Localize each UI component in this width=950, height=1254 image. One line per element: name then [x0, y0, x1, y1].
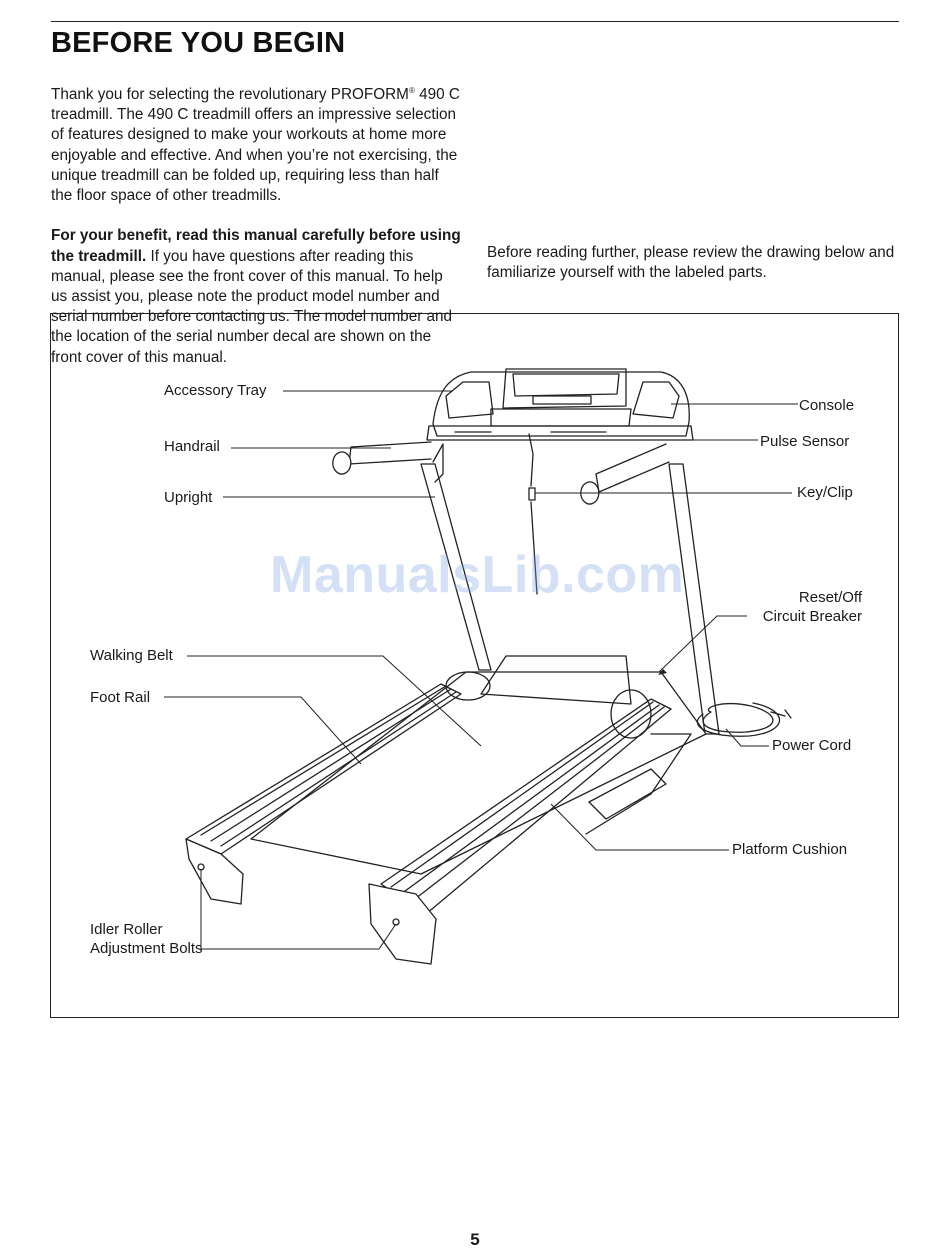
intro-left-column: Thank you for selecting the revolutionar…: [51, 81, 463, 388]
intro-p2-bold: For your benefit, read this manual caref…: [51, 227, 461, 265]
label-key-clip: Key/Clip: [797, 484, 853, 501]
label-reset-off-line1: Reset/Off: [798, 589, 862, 606]
label-console: Console: [799, 397, 855, 414]
label-handrail: Handrail: [164, 438, 220, 455]
intro-paragraph-2: For your benefit, read this manual caref…: [51, 226, 463, 367]
page-number: 5: [470, 1230, 480, 1249]
label-upright: Upright: [164, 489, 213, 506]
label-idler-line1: Idler Roller: [90, 921, 163, 938]
treadmill-drawing: [164, 368, 798, 965]
column-continuation-spacer: [487, 81, 899, 243]
intro-paragraph-3: Before reading further, please review th…: [487, 243, 895, 281]
label-power-cord: Power Cord: [772, 737, 852, 754]
intro-p1-start: Thank you for selecting the revolutionar…: [51, 86, 409, 103]
intro-right-column: Before reading further, please review th…: [487, 81, 899, 303]
label-idler-line2: Adjustment Bolts: [90, 940, 203, 957]
intro-paragraph-1: Thank you for selecting the revolutionar…: [51, 81, 463, 206]
label-idler-roller-bolts: Idler Roller Adjustment Bolts: [90, 920, 203, 958]
watermark-text: ManualsLib.com: [270, 546, 685, 604]
label-platform-cushion: Platform Cushion: [732, 841, 848, 858]
label-reset-off: Reset/Off Circuit Breaker: [763, 588, 862, 626]
label-reset-off-line2: Circuit Breaker: [762, 608, 862, 625]
label-walking-belt: Walking Belt: [90, 647, 173, 664]
label-pulse-sensor: Pulse Sensor: [760, 433, 850, 450]
label-accessory-tray: Accessory Tray: [164, 382, 267, 399]
intro-p1-rest: 490 C treadmill. The 490 C treadmill off…: [51, 86, 460, 205]
label-foot-rail: Foot Rail: [90, 689, 151, 706]
intro-p2-rest: If you have questions after reading this…: [51, 247, 453, 366]
treadmill-figure: Accessory Tray Handrail Upright Console …: [50, 313, 899, 1018]
page-title: BEFORE YOU BEGIN: [51, 27, 346, 59]
header-rule: [51, 21, 899, 22]
registered-mark: ®: [408, 86, 415, 95]
